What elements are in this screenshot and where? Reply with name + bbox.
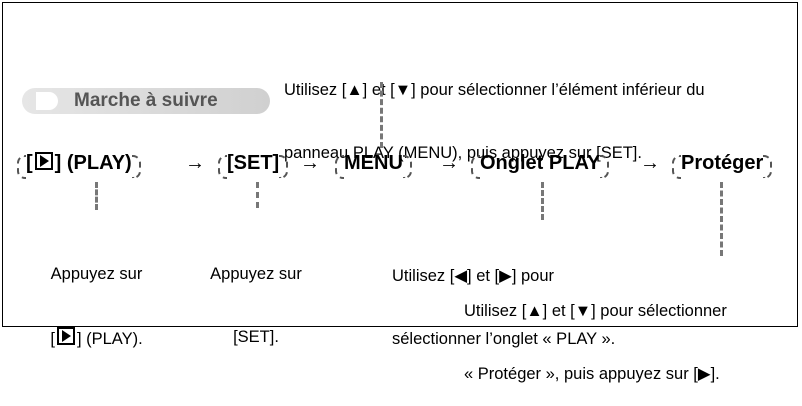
procedure-tag: Marche à suivre	[22, 88, 270, 114]
protect-note: Utilisez [▲] et [▼] pour sélectionner « …	[464, 259, 727, 406]
step-play-tab: Onglet PLAY	[471, 150, 610, 179]
menu-note-line2: panneau PLAY (MENU), puis appuyez sur [S…	[284, 144, 642, 162]
arrow-3: →	[439, 152, 459, 174]
procedure-tag-label: Marche à suivre	[74, 90, 218, 111]
play-icon	[34, 152, 53, 170]
step-set-button: [SET]	[218, 150, 289, 179]
step-play-label: ] (PLAY)	[54, 152, 132, 174]
bracket-left	[672, 155, 681, 179]
bracket-left	[471, 155, 480, 179]
play-note-prefix: [	[50, 330, 55, 348]
step-play-prefix: [	[26, 152, 33, 174]
bracket-left	[218, 155, 227, 179]
protect-note-line1: Utilisez [▲] et [▼] pour sélectionner	[464, 302, 727, 320]
bracket-right	[131, 155, 141, 179]
tag-notch	[36, 92, 58, 110]
step-menu-label: MENU	[344, 152, 403, 174]
play-icon	[56, 327, 75, 345]
arrow-4: →	[640, 152, 660, 174]
step-protect-label: Protéger	[681, 152, 764, 174]
arrow-1: →	[185, 152, 205, 174]
bracket-right	[763, 155, 773, 179]
play-note-line1: Appuyez sur	[50, 265, 143, 283]
step-protect: Protéger	[672, 150, 773, 179]
play-note: Appuyez sur [ ] (PLAY).	[34, 222, 159, 371]
bracket-right	[402, 155, 412, 179]
tab-note-line1: Utilisez [◀] et [▶] pour	[392, 267, 555, 285]
step-set-label: [SET]	[227, 152, 280, 174]
protect-connector	[720, 182, 723, 256]
set-note-line2: [SET].	[233, 328, 279, 346]
step-play-button: [ ] (PLAY)	[17, 150, 141, 179]
step-menu: MENU	[335, 150, 412, 179]
bracket-right	[279, 155, 289, 179]
menu-note-line1: Utilisez [▲] et [▼] pour sélectionner l’…	[284, 81, 705, 99]
menu-connector	[380, 82, 383, 148]
set-note: Appuyez sur [SET].	[196, 222, 316, 369]
set-connector	[256, 182, 259, 208]
arrow-2: →	[300, 152, 320, 174]
bracket-left	[335, 155, 344, 179]
play-connector	[95, 182, 98, 210]
tab-connector	[541, 182, 544, 220]
menu-note: Utilisez [▲] et [▼] pour sélectionner l’…	[284, 38, 705, 185]
step-play-tab-label: Onglet PLAY	[480, 152, 601, 174]
diagram-frame	[2, 2, 798, 327]
bracket-left	[17, 155, 26, 179]
protect-note-line2: « Protéger », puis appuyez sur [▶].	[464, 365, 720, 383]
play-note-suffix: ] (PLAY).	[76, 330, 143, 348]
set-note-line1: Appuyez sur	[210, 265, 302, 283]
